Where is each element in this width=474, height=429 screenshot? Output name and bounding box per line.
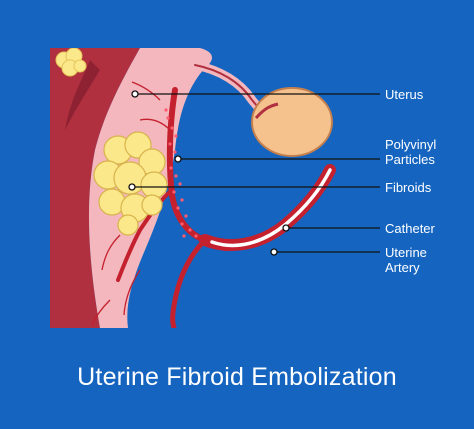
label-fibroids: Fibroids xyxy=(385,180,432,195)
label-uterus: Uterus xyxy=(385,87,424,102)
leader-points xyxy=(128,90,290,256)
leader-lines xyxy=(132,93,380,253)
uterine-wall xyxy=(50,48,140,328)
label-polyvinyl-particles: Polyvinyl Particles xyxy=(385,137,437,167)
fibroid-mass xyxy=(93,131,168,236)
diagram-title: Uterine Fibroid Embolization xyxy=(77,363,397,391)
small-fibroid xyxy=(55,48,87,77)
label-uterine-artery: Uterine Artery xyxy=(385,245,427,275)
ovary xyxy=(251,87,333,157)
wall-shadow xyxy=(65,60,100,130)
uterine-artery xyxy=(199,164,336,251)
label-catheter: Catheter xyxy=(385,221,435,236)
catheter-line xyxy=(210,168,332,248)
